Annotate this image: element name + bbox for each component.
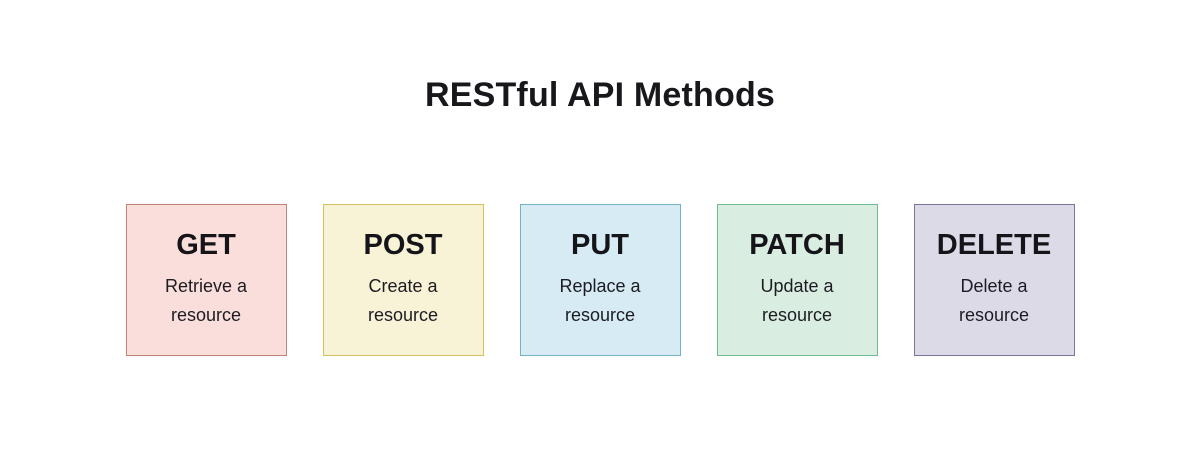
method-description: Delete a resource — [958, 275, 1030, 325]
method-name: POST — [363, 228, 443, 261]
method-name: DELETE — [936, 228, 1052, 261]
method-description: Create a resource — [367, 275, 439, 325]
methods-row: GET Retrieve a resource POST Create a re… — [0, 204, 1200, 356]
method-description: Update a resource — [760, 275, 834, 325]
method-card-post: POST Create a resource — [322, 204, 484, 356]
method-description: Replace a resource — [559, 275, 641, 325]
method-name: PATCH — [749, 228, 845, 261]
diagram-canvas: RESTful API Methods GET Retrieve a resou… — [0, 76, 1200, 466]
method-card-delete: DELETE Delete a resource — [913, 204, 1075, 356]
method-name: PUT — [571, 228, 629, 261]
method-card-get: GET Retrieve a resource — [125, 204, 287, 356]
page-title: RESTful API Methods — [424, 76, 776, 114]
method-description: Retrieve a resource — [164, 275, 248, 325]
method-card-put: PUT Replace a resource — [519, 204, 681, 356]
method-card-patch: PATCH Update a resource — [716, 204, 878, 356]
method-name: GET — [176, 228, 236, 261]
